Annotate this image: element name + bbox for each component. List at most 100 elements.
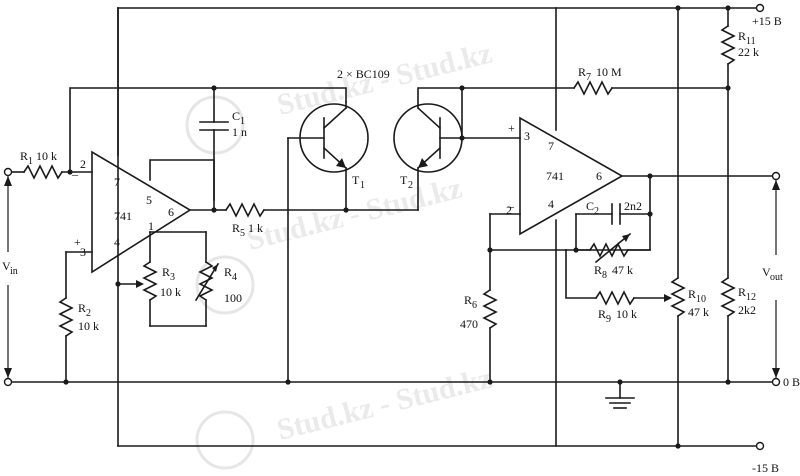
svg-text:2: 2 xyxy=(594,206,599,217)
emitter-arrow-icon xyxy=(336,158,346,168)
emitter-arrow-icon xyxy=(418,158,428,168)
r6-label: R xyxy=(464,293,472,307)
vin-label: V xyxy=(2,259,11,273)
r11-label: R xyxy=(738,29,746,43)
opamp-1-plus: + xyxy=(74,235,81,249)
svg-text:8: 8 xyxy=(602,270,607,281)
svg-text:2: 2 xyxy=(408,180,413,191)
junction-dot xyxy=(675,5,681,11)
ground-rail xyxy=(3,377,781,409)
vout-plus-terminal xyxy=(771,171,781,181)
vout-minus-terminal xyxy=(771,377,781,387)
c2-label: C xyxy=(586,199,594,213)
vin-plus-terminal xyxy=(3,167,13,177)
r5-resistor xyxy=(224,202,266,218)
watermark-logo-icon xyxy=(195,410,255,470)
r6-resistor xyxy=(482,288,498,330)
opamp-2-pin4: 4 xyxy=(548,197,554,211)
r3-potentiometer xyxy=(142,260,158,302)
opamp-2-minus: – xyxy=(507,199,515,213)
transistor-t1 xyxy=(287,101,369,383)
opamp-1-pin1: 1 xyxy=(148,219,154,233)
svg-text:1: 1 xyxy=(28,156,33,167)
svg-text:2: 2 xyxy=(86,308,91,319)
vout-label: V xyxy=(762,265,771,279)
opamp-1 xyxy=(91,150,220,327)
zero-volt-label: 0 B xyxy=(783,375,800,389)
c1-value: 1 n xyxy=(232,125,247,139)
r7-value: 10 M xyxy=(596,65,622,79)
opamp-2-plus: + xyxy=(508,121,515,135)
opamp-2-pin7: 7 xyxy=(548,139,554,153)
wiper-arrow-icon xyxy=(136,280,144,288)
transistor-t2 xyxy=(345,85,521,211)
svg-text:9: 9 xyxy=(606,314,611,325)
watermark-layer: Stud.kz - Stud.kz Stud.kz - Stud.kz Stud… xyxy=(185,37,496,470)
opamp-1-minus: – xyxy=(71,167,79,181)
opamp-1-body xyxy=(91,150,192,274)
arrow-down-icon xyxy=(772,368,780,378)
r2-value: 10 k xyxy=(78,319,99,333)
svg-text:7: 7 xyxy=(586,72,591,83)
r7-label: R xyxy=(578,65,586,79)
svg-text:6: 6 xyxy=(472,300,477,311)
r12-resistor xyxy=(720,276,736,318)
r2-label: R xyxy=(78,301,86,315)
transistor-pair-label: 2 × BC109 xyxy=(337,67,390,81)
r10-value: 47 k xyxy=(688,305,709,319)
r4-label: R xyxy=(224,265,232,279)
wiper-arrow-icon xyxy=(664,294,672,302)
junction-dot xyxy=(725,5,731,11)
svg-text:1: 1 xyxy=(360,180,365,191)
supply-neg-label: -15 B xyxy=(752,461,779,475)
r10-label: R xyxy=(688,287,696,301)
opamp-1-pin5: 5 xyxy=(146,193,152,207)
watermark-logo-icon xyxy=(195,255,255,315)
opamp-2 xyxy=(489,116,781,236)
r8-value: 47 k xyxy=(612,263,633,277)
junction-dot xyxy=(115,281,121,287)
t2-label: T xyxy=(400,173,408,187)
svg-text:3: 3 xyxy=(170,272,175,283)
input-section xyxy=(3,164,93,383)
opamp-1-pin2: 2 xyxy=(80,157,86,171)
svg-text:5: 5 xyxy=(240,228,245,239)
supply-pos-label: +15 B xyxy=(752,14,782,28)
r12-value: 2k2 xyxy=(738,303,756,317)
svg-text:11: 11 xyxy=(746,36,756,47)
svg-text:10: 10 xyxy=(696,294,706,305)
opamp-1-pin3: 3 xyxy=(80,245,86,259)
feedback-wire-t1 xyxy=(69,87,347,173)
r7-resistor xyxy=(572,80,614,96)
t1-label: T xyxy=(352,173,360,187)
r11-resistor xyxy=(720,24,736,66)
supply-pos-terminal xyxy=(755,3,765,13)
r5-value: 1 k xyxy=(248,221,263,235)
r12-label: R xyxy=(738,285,746,299)
vout-label-subscript: out xyxy=(770,272,783,283)
r1-label: R xyxy=(20,149,28,163)
r3-value: 10 k xyxy=(160,285,181,299)
watermark-text: Stud.kz - Stud.kz xyxy=(274,362,496,447)
supply-rails xyxy=(117,3,765,451)
vin-minus-terminal xyxy=(3,377,13,387)
r1-value: 10 k xyxy=(36,149,57,163)
svg-text:12: 12 xyxy=(746,292,756,303)
r10-potentiometer xyxy=(670,276,686,318)
arrow-down-icon xyxy=(4,368,12,378)
vin-label-subscript: in xyxy=(10,266,18,277)
opamp-2-body xyxy=(519,116,624,236)
c2-value: 2n2 xyxy=(624,199,642,213)
svg-text:4: 4 xyxy=(232,272,237,283)
r3-label: R xyxy=(162,265,170,279)
r9-value: 10 k xyxy=(616,307,637,321)
r8-label: R xyxy=(594,263,602,277)
opamp-2-pin2: 2 xyxy=(506,203,512,217)
opamp-1-pin6: 6 xyxy=(168,205,174,219)
r1-resistor xyxy=(22,164,64,180)
r9-label: R xyxy=(598,307,606,321)
r8-preset xyxy=(588,242,630,258)
opamp-2-label: 741 xyxy=(546,169,564,183)
junction-dot xyxy=(675,443,681,449)
